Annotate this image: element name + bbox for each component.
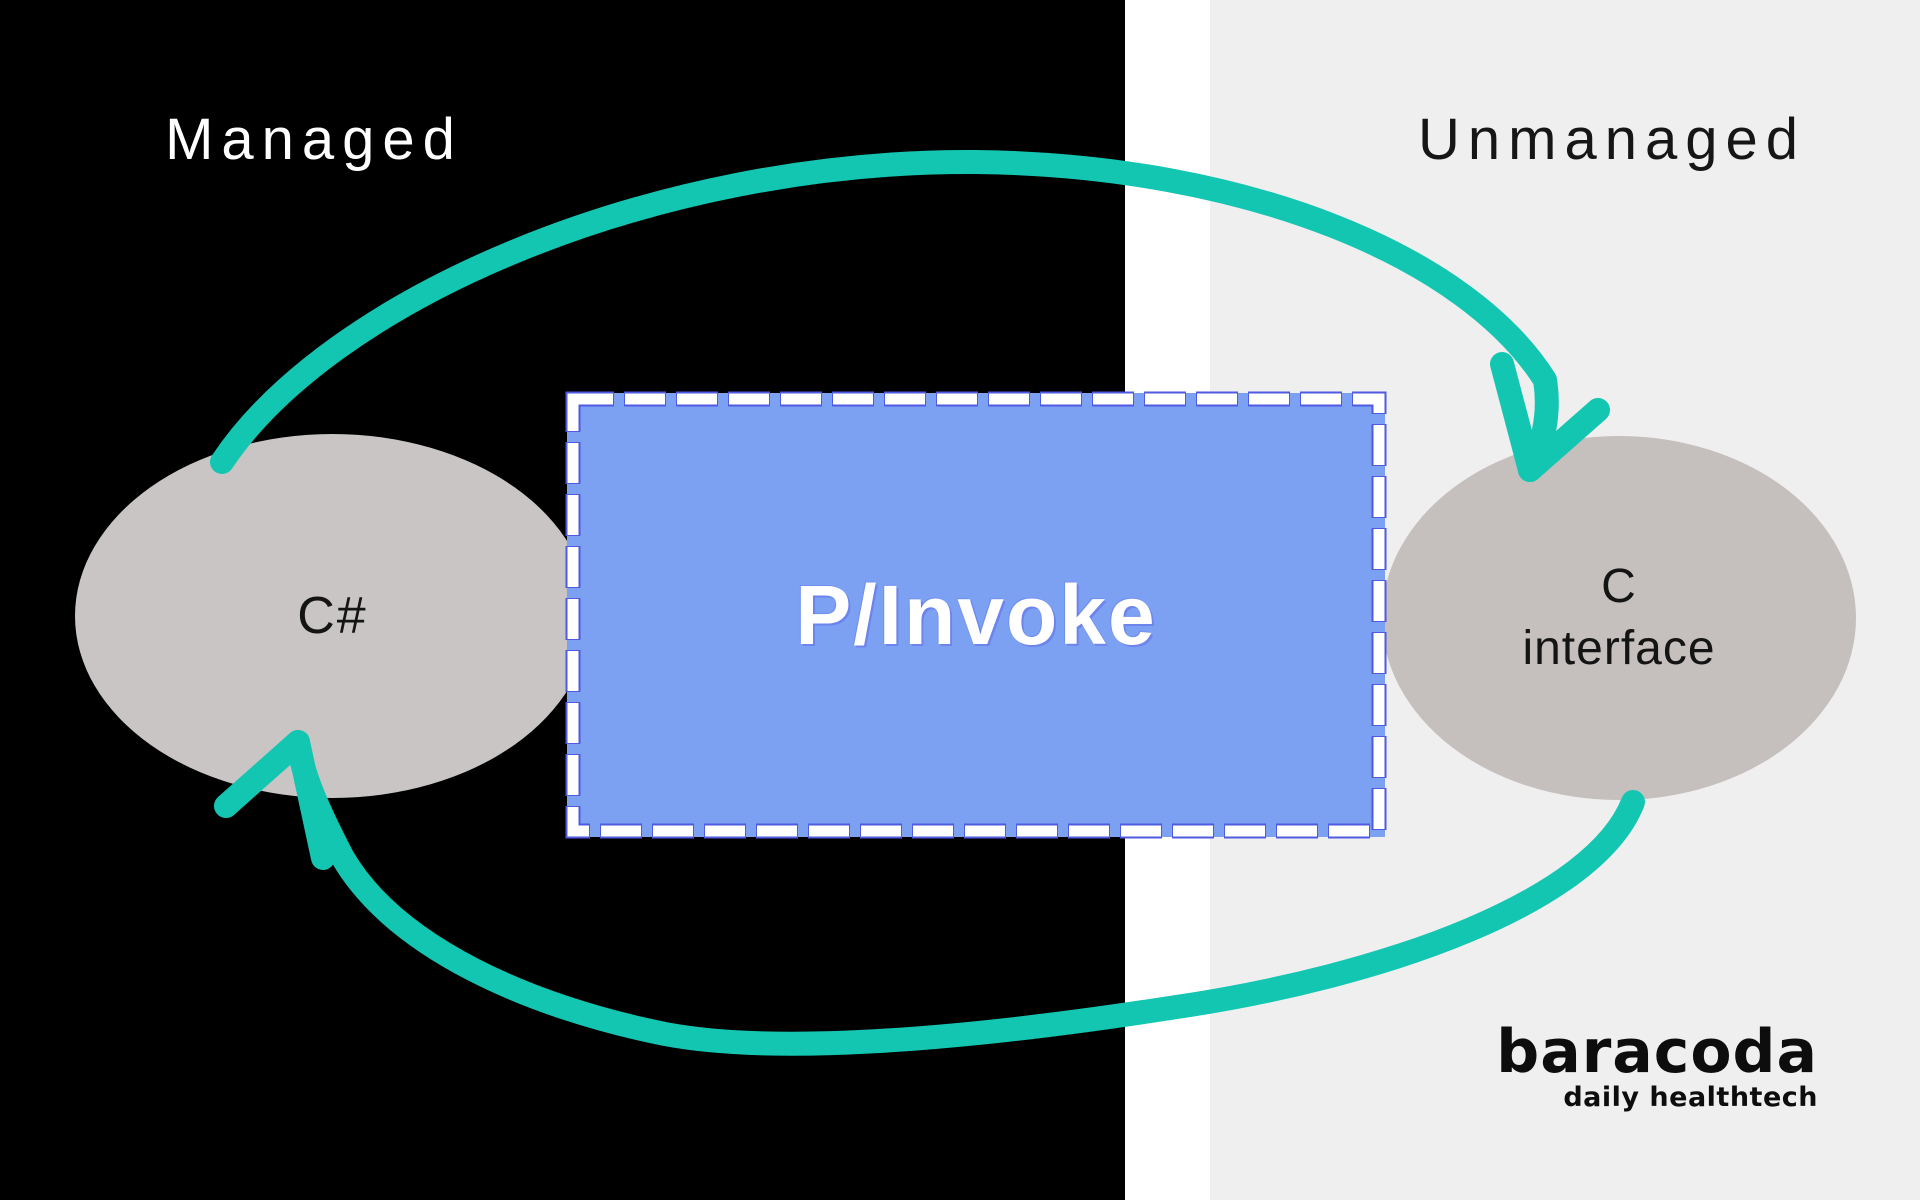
logo-brand: baracoda [1496, 1017, 1818, 1087]
baracoda-logo: baracoda daily healthtech [1496, 1022, 1818, 1111]
pinvoke-label: P/Invoke [795, 567, 1157, 662]
c-interface-node: C interface [1382, 436, 1856, 800]
unmanaged-label: Unmanaged [1418, 107, 1806, 172]
c-interface-label: C interface [1522, 556, 1715, 680]
managed-label: Managed [165, 107, 463, 172]
c-interface-label-line1: C [1601, 560, 1637, 613]
logo-tagline: daily healthtech [1563, 1082, 1818, 1113]
c-interface-label-line2: interface [1522, 622, 1716, 675]
csharp-label: C# [297, 587, 368, 645]
csharp-node: C# [75, 434, 590, 798]
pinvoke-label-wrap: P/Invoke [567, 393, 1385, 837]
